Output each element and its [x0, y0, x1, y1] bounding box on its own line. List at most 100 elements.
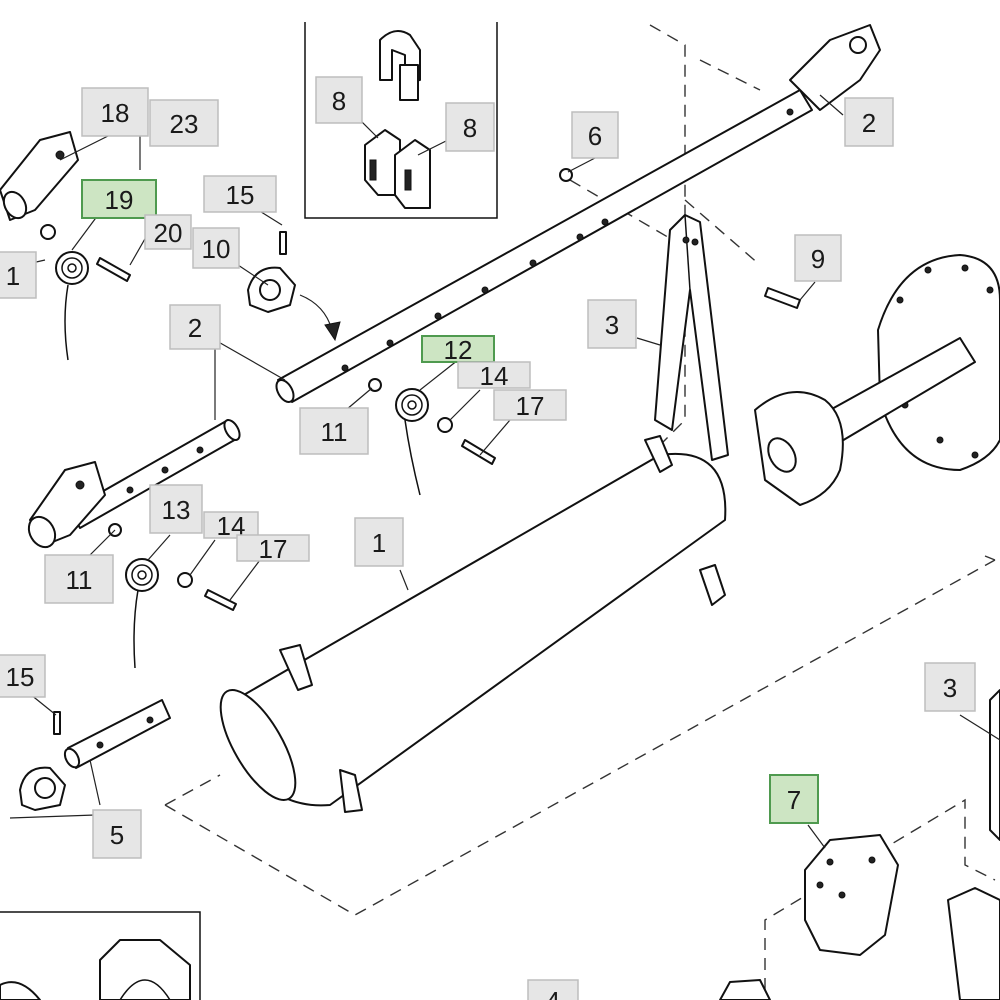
callout-number: 10 — [202, 234, 231, 264]
callout-box — [794, 234, 842, 282]
clamp-left — [19, 711, 66, 811]
callout-c11b[interactable]: 11 — [44, 554, 114, 604]
callout-c1b[interactable]: 1 — [354, 517, 404, 567]
stand-3 — [654, 214, 729, 461]
callout-number: 9 — [811, 244, 825, 274]
callout-box — [421, 335, 495, 363]
clamp-10 — [247, 231, 296, 313]
callout-number: 13 — [162, 495, 191, 525]
bracket-assembly-inset — [364, 30, 431, 209]
arrow-head — [324, 321, 341, 342]
callout-box — [236, 534, 310, 562]
callout-number: 3 — [605, 310, 619, 340]
bracket-inset-bottom — [0, 939, 191, 1000]
bracket-4 — [719, 979, 771, 1000]
callout-c19[interactable]: 19 — [81, 179, 157, 219]
callout-box — [445, 102, 495, 152]
callout-c23[interactable]: 23 — [149, 99, 219, 147]
spring-13 — [108, 523, 237, 669]
shaft-lower-left — [27, 419, 241, 549]
callout-box — [457, 361, 531, 389]
callout-c4[interactable]: 4 — [527, 979, 579, 1000]
callout-box — [81, 87, 149, 137]
inset-box-bottom — [0, 911, 201, 1000]
callout-number: 11 — [321, 417, 348, 447]
callout-box — [203, 511, 259, 539]
callout-c13[interactable]: 13 — [149, 484, 203, 534]
callout-box — [924, 662, 976, 712]
shaft-upper — [275, 24, 881, 403]
callout-number: 3 — [943, 673, 957, 703]
callout-number: 5 — [110, 820, 124, 850]
callout-box — [844, 97, 894, 147]
callout-number: 15 — [6, 662, 35, 692]
callout-box — [0, 251, 37, 299]
callout-c10[interactable]: 10 — [192, 227, 240, 269]
callout-c15a[interactable]: 15 — [203, 175, 277, 213]
callout-box — [149, 99, 219, 147]
callout-box — [493, 389, 567, 421]
callout-box — [0, 654, 46, 698]
callout-c15b[interactable]: 15 — [0, 654, 46, 698]
callout-number: 2 — [862, 108, 876, 138]
callout-c6[interactable]: 6 — [571, 111, 619, 159]
callout-number: 23 — [170, 109, 199, 139]
callout-c18[interactable]: 18 — [81, 87, 149, 137]
callout-c2a[interactable]: 2 — [844, 97, 894, 147]
callout-number: 8 — [463, 113, 477, 143]
callout-number: 7 — [787, 785, 801, 815]
callout-number: 15 — [226, 180, 255, 210]
callout-c17b[interactable]: 17 — [236, 534, 310, 564]
callout-c14b[interactable]: 14 — [203, 511, 259, 541]
callout-number: 17 — [259, 534, 288, 564]
callout-box — [144, 214, 192, 250]
callout-c9[interactable]: 9 — [794, 234, 842, 282]
callout-number: 6 — [588, 121, 602, 151]
callout-box — [299, 407, 369, 455]
callout-box — [354, 517, 404, 567]
callout-c3a[interactable]: 3 — [587, 299, 637, 349]
callout-box — [527, 979, 579, 1000]
callout-number: 14 — [480, 361, 509, 391]
callout-box — [81, 179, 157, 219]
callout-box — [315, 76, 363, 124]
callout-box — [92, 809, 142, 859]
callout-c8a[interactable]: 8 — [315, 76, 363, 124]
callout-number: 2 — [188, 313, 202, 343]
callout-box — [203, 175, 277, 213]
callout-c7[interactable]: 7 — [769, 774, 819, 824]
callout-c1a[interactable]: 1 — [0, 251, 37, 299]
callout-c8b[interactable]: 8 — [445, 102, 495, 152]
callout-c3b[interactable]: 3 — [924, 662, 976, 712]
callout-number: 4 — [546, 986, 560, 1000]
callout-box — [44, 554, 114, 604]
callout-number: 18 — [101, 98, 130, 128]
callout-number: 19 — [105, 185, 134, 215]
inset-box-top — [304, 22, 498, 219]
cylinder-1 — [219, 435, 727, 813]
callout-box — [769, 774, 819, 824]
callout-number: 17 — [516, 391, 545, 421]
callout-number: 11 — [66, 565, 93, 595]
callout-c20[interactable]: 20 — [144, 214, 192, 250]
callout-number: 1 — [372, 528, 386, 558]
spring-19 — [40, 224, 131, 361]
bolt-9 — [764, 287, 801, 309]
callout-c12[interactable]: 12 — [421, 335, 495, 365]
callout-number: 20 — [154, 218, 183, 248]
callout-number: 8 — [332, 86, 346, 116]
callout-box — [587, 299, 637, 349]
callout-c5[interactable]: 5 — [92, 809, 142, 859]
spring-12 — [368, 378, 496, 496]
callout-box — [571, 111, 619, 159]
callout-c2b[interactable]: 2 — [169, 304, 221, 350]
callout-c17a[interactable]: 17 — [493, 389, 567, 421]
bracket-7 — [804, 834, 1000, 1000]
callout-c11a[interactable]: 11 — [299, 407, 369, 455]
callout-c14a[interactable]: 14 — [457, 361, 531, 391]
callout-box — [149, 484, 203, 534]
stand-3-right — [989, 689, 1000, 841]
